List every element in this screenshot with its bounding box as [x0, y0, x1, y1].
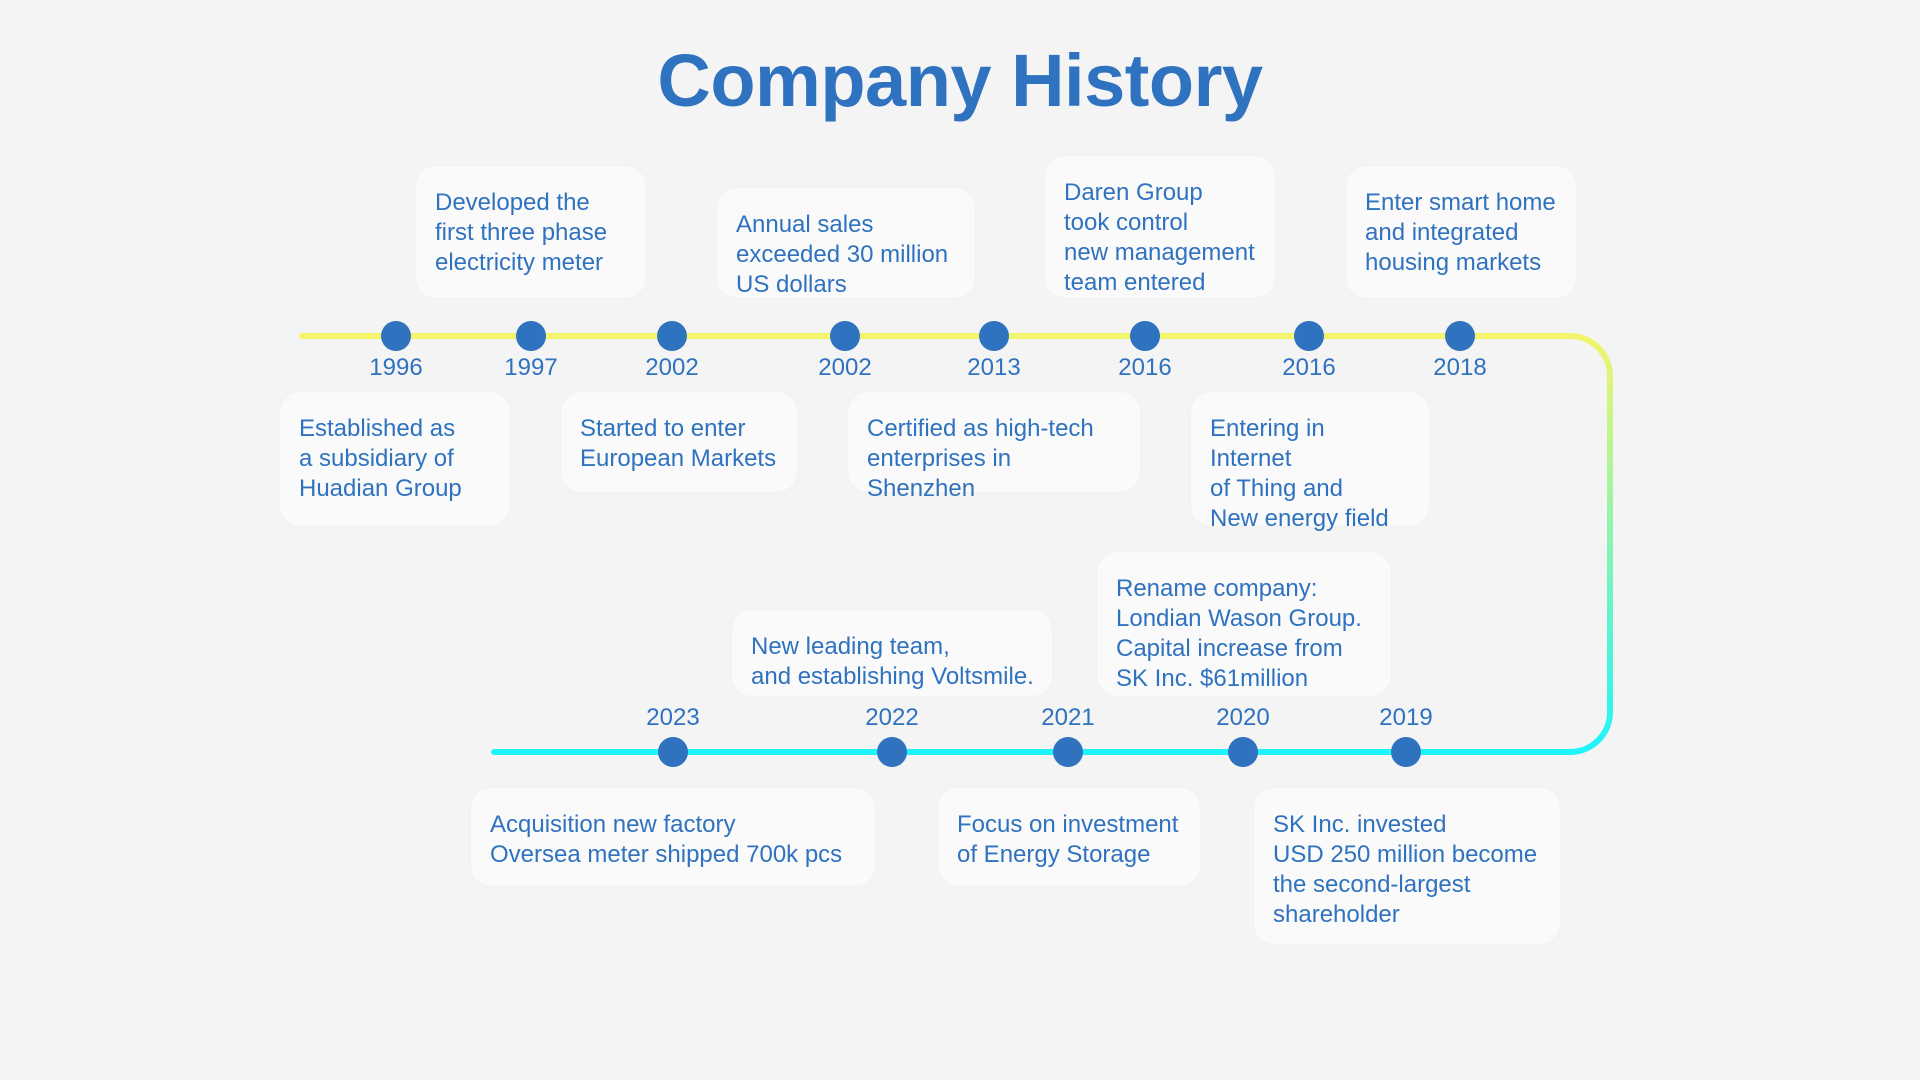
- event-year: 2002: [818, 354, 872, 381]
- timeline-dot: [1053, 737, 1083, 767]
- event-card: Rename company: Londian Wason Group. Cap…: [1097, 552, 1391, 696]
- timeline-dot: [1294, 321, 1324, 351]
- event-card: New leading team, and establishing Volts…: [732, 610, 1052, 696]
- event-card: Entering in Internet of Thing and New en…: [1191, 392, 1429, 532]
- event-card: Developed the first three phase electric…: [416, 166, 646, 298]
- event-year: 2002: [645, 354, 699, 381]
- timeline-dot: [1228, 737, 1258, 767]
- event-card: Enter smart home and integrated housing …: [1346, 166, 1576, 298]
- event-card: Focus on investment of Energy Storage: [938, 788, 1200, 886]
- event-year: 2022: [865, 704, 919, 731]
- event-year: 2019: [1379, 704, 1433, 731]
- timeline-connector: [1560, 333, 1613, 755]
- event-year: 2021: [1041, 704, 1095, 731]
- event-year: 2016: [1282, 354, 1336, 381]
- timeline-dot: [830, 321, 860, 351]
- timeline-dot: [1445, 321, 1475, 351]
- timeline-dot: [877, 737, 907, 767]
- timeline-dot: [979, 321, 1009, 351]
- page-title: Company History: [657, 39, 1263, 122]
- event-card: Acquisition new factory Oversea meter sh…: [471, 788, 875, 886]
- event-year: 2013: [967, 354, 1021, 381]
- event-year: 2023: [646, 704, 700, 731]
- event-card: Annual sales exceeded 30 million US doll…: [717, 188, 975, 298]
- event-card: Started to enter European Markets: [561, 392, 797, 492]
- event-year: 1997: [504, 354, 558, 381]
- timeline-dot: [516, 321, 546, 351]
- timeline-dot: [657, 321, 687, 351]
- timeline-dot: [1391, 737, 1421, 767]
- timeline-dot: [658, 737, 688, 767]
- event-year: 2018: [1433, 354, 1487, 381]
- timeline-dot: [381, 321, 411, 351]
- event-year: 2016: [1118, 354, 1172, 381]
- event-card: SK Inc. invested USD 250 million become …: [1254, 788, 1560, 944]
- timeline-dot: [1130, 321, 1160, 351]
- event-card: Certified as high-tech enterprises in Sh…: [848, 392, 1140, 502]
- event-year: 1996: [369, 354, 423, 381]
- event-card: Established as a subsidiary of Huadian G…: [280, 392, 510, 526]
- event-card: Daren Group took control new management …: [1045, 156, 1275, 298]
- event-year: 2020: [1216, 704, 1270, 731]
